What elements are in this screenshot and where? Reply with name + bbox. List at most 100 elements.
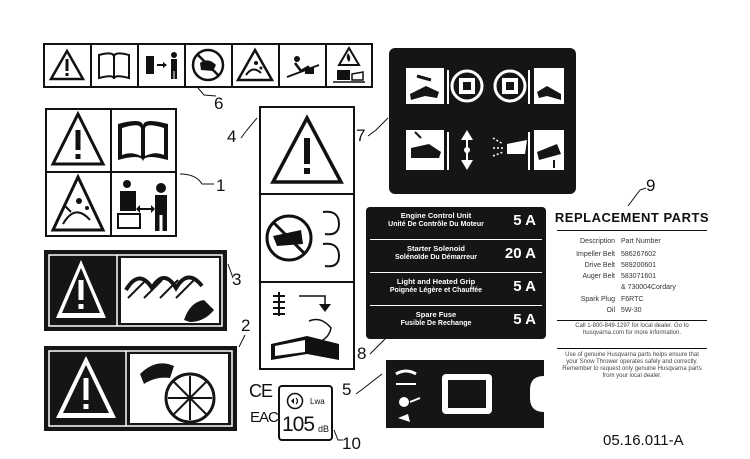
- fuse-name-fr: Solénoïde Du Démarreur: [394, 254, 478, 261]
- decal-2-impeller-warning: [44, 346, 237, 431]
- warning-triangle-icon: [270, 114, 344, 184]
- part-description: Spark Plug: [580, 296, 615, 303]
- part-description: Drive Belt: [584, 262, 615, 269]
- sound-level-value: 105: [282, 413, 315, 436]
- eac-mark: EAC: [250, 409, 279, 426]
- keep-distance-icon: [146, 52, 177, 79]
- fuse-amperage: 5 A: [513, 278, 536, 295]
- fuse-name-fr: Fusible De Rechange: [400, 320, 472, 327]
- chute-spray-icon: [492, 137, 527, 157]
- part-description: Impeller Belt: [576, 251, 615, 258]
- fuse-amperage: 20 A: [504, 245, 536, 262]
- keep-bystanders-away-icon: [117, 180, 167, 231]
- leader-line-10: [333, 429, 343, 441]
- fuse-row: Starter Solenoid Solénoïde Du Démarreur …: [366, 240, 546, 271]
- callout-8: 8: [357, 344, 367, 363]
- divider: [370, 305, 542, 306]
- callout-10: 10: [342, 434, 361, 453]
- no-hands-clear-clog-icon: [265, 210, 341, 268]
- callout-4: 4: [227, 127, 237, 146]
- part-number: & 730004Cordary: [621, 284, 676, 291]
- leader-line-9: [627, 187, 647, 207]
- callout-5: 5: [342, 380, 352, 399]
- auger-hand-hazard-icon: [121, 258, 219, 323]
- fuse-row: Light and Heated Grip Poignée Légère et …: [366, 273, 546, 304]
- warning-triangle-icon: [56, 260, 106, 318]
- decal-1-warning-manual: [45, 108, 177, 237]
- lwa-label: Lwa: [310, 397, 325, 406]
- fuse-name-en: Starter Solenoid: [407, 244, 465, 253]
- warning-triangle-icon: [50, 110, 106, 166]
- figure-code: 05.16.011-A: [603, 432, 684, 449]
- decal-9-replacement-parts: REPLACEMENT PARTS Description Part Numbe…: [553, 208, 711, 418]
- manual-book-icon: [118, 120, 168, 162]
- decal-4-vertical-warning: [259, 106, 355, 370]
- impeller-engage-icon: [406, 68, 444, 104]
- fuse-name-en: Light and Heated Grip: [396, 277, 476, 286]
- clearing-tool-manual-icon: [271, 292, 339, 360]
- decal-3-auger-warning: [44, 250, 227, 331]
- part-number: 586267602: [621, 251, 657, 258]
- leader-line-4: [240, 117, 258, 139]
- part-number: F6RTC: [621, 296, 644, 303]
- genuine-parts-note: Use of genuine Husqvarna parts helps ens…: [562, 352, 702, 379]
- column-header-description: Description: [579, 238, 615, 245]
- dealer-call-note: Call 1-800-849-1297 for local dealer. Go…: [575, 323, 689, 336]
- leader-line-5: [355, 373, 383, 395]
- callout-7: 7: [356, 126, 366, 145]
- part-number: 589200601: [621, 262, 657, 269]
- divider: [370, 239, 542, 240]
- sound-power-icon: [286, 392, 304, 410]
- callout-6: 6: [214, 94, 224, 113]
- fuse-name-fr: Poignée Légère et Chauffée: [389, 287, 483, 294]
- leader-line-3: [227, 263, 234, 279]
- no-hands-chute-icon: [191, 48, 225, 82]
- auger-drive-engaged-icon: [450, 69, 484, 103]
- fuse-name-en: Engine Control Unit: [400, 211, 472, 220]
- forward-reverse-arrows-icon: [461, 130, 473, 170]
- leader-line-8: [369, 337, 387, 355]
- part-description: Oil: [606, 307, 615, 314]
- slope-hazard-icon: [286, 56, 320, 78]
- callout-2: 2: [241, 316, 251, 335]
- warning-triangle-icon: [56, 356, 116, 418]
- leader-line-6: [197, 87, 217, 97]
- chute-lever-icon: [534, 130, 564, 170]
- leader-line-7: [367, 117, 389, 137]
- divider: [370, 272, 542, 273]
- part-number: 5W-30: [621, 307, 642, 314]
- leader-line-1: [179, 173, 214, 185]
- ignition-icon: [399, 397, 421, 407]
- manual-book-icon: [98, 52, 130, 80]
- speed-lever-icon: [406, 130, 444, 170]
- fuse-amperage: 5 A: [513, 212, 536, 229]
- divider: [557, 320, 707, 321]
- thrown-objects-warning-icon: [50, 173, 106, 232]
- fuse-row: Spare Fuse Fusible De Rechange 5 A: [366, 306, 546, 337]
- decal-8-fuse-label: Engine Control Unit Unité De Contrôle Du…: [366, 207, 546, 339]
- decal-10-noise-level: Lwa 105 dB: [278, 385, 333, 441]
- decal-6-pictogram-strip: [43, 43, 373, 88]
- ce-mark: CE: [249, 381, 273, 401]
- callout-9: 9: [646, 176, 656, 195]
- fuse-name-en: Spare Fuse: [415, 310, 457, 319]
- callout-1: 1: [216, 176, 226, 195]
- sound-level-unit: dB: [318, 424, 330, 434]
- part-description: Auger Belt: [582, 273, 615, 280]
- impeller-engage-right-icon: [534, 68, 564, 104]
- replacement-parts-title: REPLACEMENT PARTS: [554, 210, 710, 225]
- decal-7-controls-panel: [389, 48, 576, 194]
- fuel-choke-icon: [395, 369, 417, 385]
- thrown-objects-warning-icon: [235, 47, 275, 82]
- warning-triangle-icon: [48, 48, 86, 81]
- column-header-part-number: Part Number: [621, 238, 661, 245]
- impeller-hand-hazard-icon: [130, 354, 228, 424]
- divider: [557, 348, 707, 349]
- engine-start-icon: [398, 414, 410, 422]
- fuse-name-fr: Unité De Contrôle Du Moteur: [388, 221, 484, 228]
- callout-3: 3: [232, 270, 242, 289]
- fuel-fire-icon: [333, 46, 365, 83]
- divider: [557, 230, 707, 231]
- leader-line-2: [238, 334, 246, 348]
- auger-drive-right-icon: [493, 69, 527, 103]
